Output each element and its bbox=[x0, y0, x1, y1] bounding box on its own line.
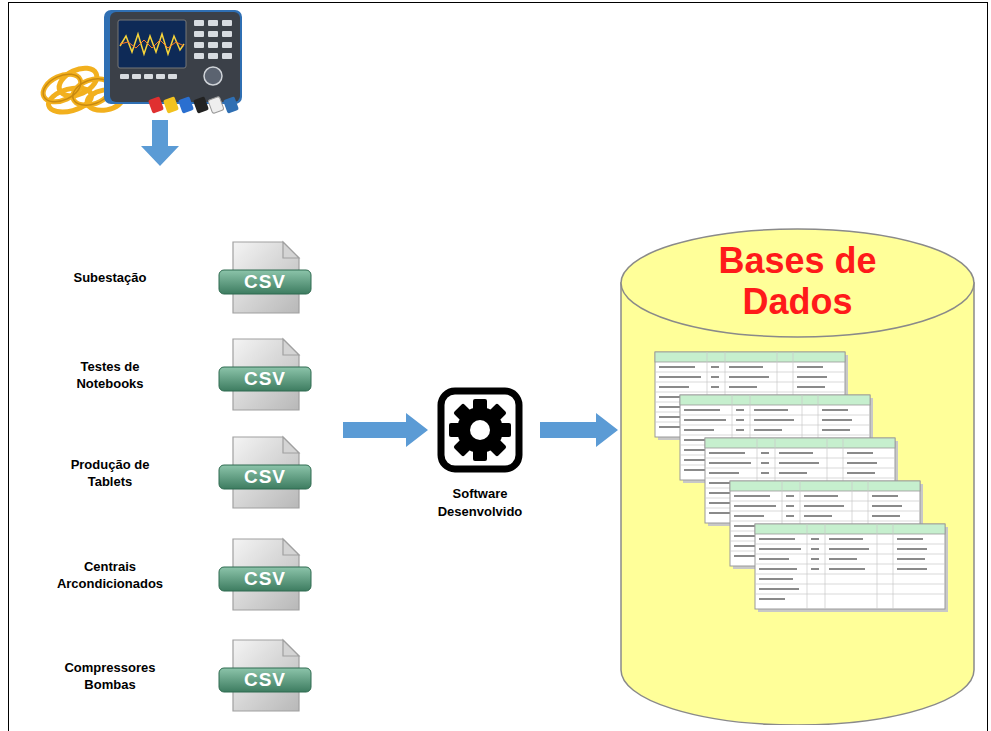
file-type: CSV bbox=[219, 465, 311, 489]
file-type: CSV bbox=[219, 567, 311, 591]
csv-icon: CSV bbox=[215, 638, 315, 713]
input-arrow bbox=[343, 413, 428, 447]
flow-arrow bbox=[540, 413, 618, 447]
file-label: Centrais Arcondicionados bbox=[50, 558, 170, 592]
csv-icon: CSV bbox=[215, 435, 315, 510]
gear-icon bbox=[435, 385, 525, 475]
file-label: Testes de Notebooks bbox=[50, 358, 170, 392]
test-leads bbox=[148, 96, 239, 113]
software-label: Software Desenvolvido bbox=[425, 485, 535, 521]
csv-file: Testes de Notebooks CSV bbox=[50, 337, 315, 412]
file-label: Subestação bbox=[50, 269, 170, 286]
database-cylinder: Bases de Dados bbox=[620, 228, 975, 725]
file-type: CSV bbox=[219, 270, 311, 294]
csv-icon: CSV bbox=[215, 537, 315, 612]
database-title: Bases de Dados bbox=[683, 240, 913, 322]
software-box: Software Desenvolvido bbox=[425, 385, 535, 521]
down-arrow bbox=[141, 120, 179, 166]
file-label: Compressores Bombas bbox=[50, 659, 170, 693]
gear-icon bbox=[435, 385, 525, 475]
csv-icon: CSV bbox=[215, 337, 315, 412]
power-analyzer bbox=[104, 10, 242, 104]
csv-file: Produção de Tablets CSV bbox=[50, 435, 315, 510]
csv-icon: CSV bbox=[215, 240, 315, 315]
csv-file: Compressores Bombas CSV bbox=[50, 638, 315, 713]
file-label: Produção de Tablets bbox=[50, 456, 170, 490]
file-type: CSV bbox=[219, 668, 311, 692]
csv-file: Centrais Arcondicionados CSV bbox=[50, 537, 315, 612]
csv-file: Subestação CSV bbox=[50, 240, 315, 315]
file-type: CSV bbox=[219, 367, 311, 391]
